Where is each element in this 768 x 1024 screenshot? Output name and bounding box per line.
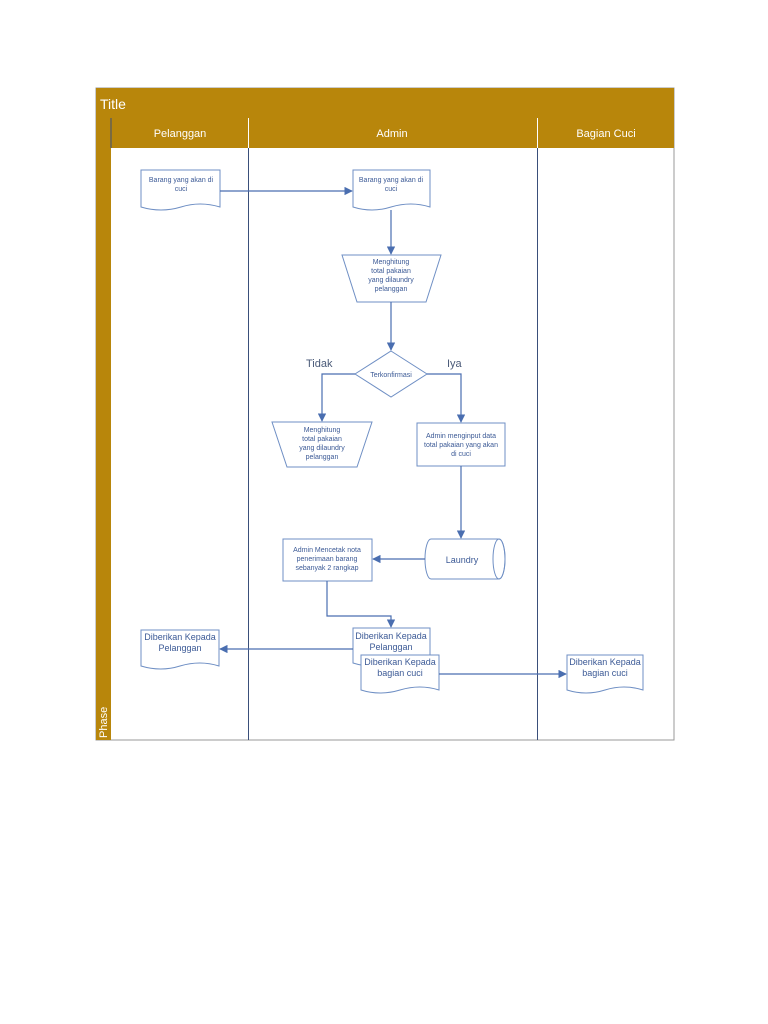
branch-label-no: Tidak: [306, 358, 333, 370]
node-decision-terkonfirmasi: Terkonfirmasi: [354, 350, 428, 398]
lane-header-pelanggan: Pelanggan: [154, 128, 207, 140]
title-bar: [96, 88, 674, 118]
svg-text:Laundry: Laundry: [446, 555, 479, 565]
edge-print-to-docs: [326, 581, 396, 628]
branch-label-yes: Iya: [447, 358, 463, 370]
lane-header-bar: [111, 118, 674, 148]
phase-column: [96, 118, 111, 740]
edge-decision-yes: [427, 373, 466, 423]
edge-decision-no: [317, 373, 355, 422]
node-laundry-database: Laundry: [424, 538, 506, 580]
phase-label: Phase: [98, 707, 110, 738]
lane-header-admin: Admin: [376, 128, 407, 140]
diagram-title: Title: [100, 96, 126, 112]
svg-text:Terkonfirmasi: Terkonfirmasi: [370, 372, 412, 379]
lane-header-bagian-cuci: Bagian Cuci: [576, 128, 635, 140]
